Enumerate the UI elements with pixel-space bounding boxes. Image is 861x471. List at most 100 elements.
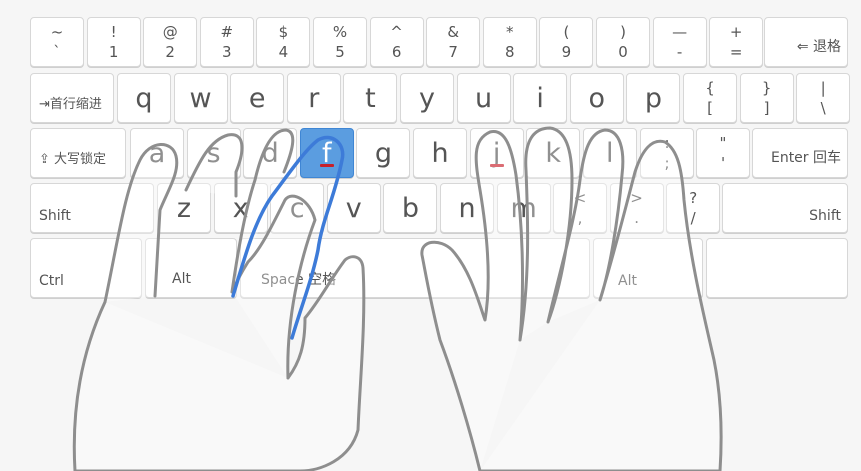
key-o-label: o (588, 83, 606, 114)
key-f[interactable]: f (299, 128, 354, 178)
key-semicolon[interactable]: :; (640, 128, 694, 178)
key-m-label: m (510, 193, 537, 224)
key-\[interactable]: |\ (796, 73, 851, 123)
key-k-label: k (545, 138, 561, 169)
key-x[interactable]: x (213, 183, 268, 233)
key-8[interactable]: *8 (482, 17, 537, 67)
key-quote-label: ' (720, 154, 726, 172)
key-shift-left[interactable]: Shift (30, 183, 154, 233)
key-8-shift-label: * (506, 23, 514, 41)
key-/[interactable]: ?/ (666, 183, 721, 233)
key-5-shift-label: % (332, 23, 348, 41)
key-[[interactable]: {[ (683, 73, 737, 123)
ctrl-label: Ctrl (39, 273, 64, 289)
alt-left-label: Alt (172, 271, 191, 287)
key-j[interactable]: j (469, 128, 524, 178)
key-semicolon-label: ; (664, 154, 670, 172)
key-c[interactable]: c (270, 183, 325, 233)
key-o[interactable]: o (569, 73, 624, 123)
key-t[interactable]: t (343, 73, 398, 123)
key-quote-shift-label: " (719, 134, 727, 152)
key-2[interactable]: @2 (143, 17, 198, 67)
key-0[interactable]: )0 (596, 17, 650, 67)
home-row-marker (319, 164, 334, 167)
key-/-label: / (690, 209, 696, 227)
key-q-label: q (135, 83, 153, 114)
key-ctrl-right[interactable] (706, 238, 848, 298)
key-k[interactable]: k (526, 128, 581, 178)
key-w[interactable]: w (173, 73, 228, 123)
key-alt-left[interactable]: Alt (145, 238, 237, 298)
key-5[interactable]: %5 (313, 17, 367, 67)
key-9[interactable]: (9 (539, 17, 594, 67)
key-=-shift-label: + (729, 23, 743, 41)
key-tab[interactable]: ⇥首行缩进 (30, 73, 114, 123)
key-v[interactable]: v (326, 183, 381, 233)
key-r-label: r (308, 83, 320, 114)
key-quote[interactable]: "' (696, 128, 750, 178)
key-,[interactable]: <, (553, 183, 607, 233)
key-g-label: g (374, 138, 392, 169)
key---shift-label: — (672, 23, 688, 41)
key-p[interactable]: p (626, 73, 681, 123)
alt-right-label: Alt (618, 273, 637, 289)
key-x-label: x (232, 193, 249, 224)
key-1[interactable]: !1 (86, 17, 141, 67)
key-5-label: 5 (335, 43, 345, 61)
key-m[interactable]: m (496, 183, 551, 233)
key-.[interactable]: >. (609, 183, 664, 233)
key-backspace[interactable]: ⇐ 退格 (764, 17, 848, 67)
key-u[interactable]: u (456, 73, 511, 123)
key-,-label: , (577, 209, 583, 227)
key-4[interactable]: $4 (256, 17, 311, 67)
key-`[interactable]: ~` (30, 17, 84, 67)
key-6-shift-label: ^ (390, 23, 403, 41)
key-]-label: ] (763, 99, 770, 117)
key-7[interactable]: &7 (426, 17, 481, 67)
key-q[interactable]: q (117, 73, 171, 123)
shift-left-label: Shift (39, 208, 71, 224)
key-enter[interactable]: Enter 回车 (752, 128, 848, 178)
key-space[interactable]: Space 空格 (240, 238, 590, 298)
key-d[interactable]: d (243, 128, 298, 178)
key-n[interactable]: n (440, 183, 494, 233)
key-=[interactable]: += (709, 17, 764, 67)
key-6-label: 6 (391, 43, 402, 61)
key-s-label: s (206, 138, 221, 169)
key-a-label: a (148, 138, 166, 169)
key-3[interactable]: #3 (199, 17, 254, 67)
key-r[interactable]: r (286, 73, 341, 123)
enter-label: Enter 回车 (770, 150, 841, 166)
key-a[interactable]: a (130, 128, 184, 178)
key-3-shift-label: # (220, 23, 234, 41)
key-s[interactable]: s (186, 128, 241, 178)
key-v-label: v (345, 193, 362, 224)
key-][interactable]: }] (739, 73, 794, 123)
key-e[interactable]: e (230, 73, 285, 123)
key-p-label: p (644, 83, 662, 114)
key-[-label: [ (707, 99, 713, 117)
key-y-label: y (419, 83, 435, 114)
key-`-shift-label: ~ (50, 23, 64, 41)
tab-label: ⇥首行缩进 (39, 97, 102, 112)
key-h[interactable]: h (413, 128, 467, 178)
key-3-label: 3 (222, 43, 232, 61)
key-6[interactable]: ^6 (369, 17, 424, 67)
key-shift-right[interactable]: Shift (722, 183, 848, 233)
key-/-shift-label: ? (689, 189, 698, 207)
key-l[interactable]: l (582, 128, 637, 178)
key-ctrl-left[interactable]: Ctrl (30, 238, 142, 298)
key-`-label: ` (53, 43, 61, 61)
key-g[interactable]: g (356, 128, 411, 178)
key--[interactable]: —- (652, 17, 707, 67)
key-1-shift-label: ! (110, 23, 117, 41)
key-i[interactable]: i (513, 73, 568, 123)
key-7-shift-label: & (447, 23, 460, 41)
key-caps-lock[interactable]: ⇪ 大写锁定 (30, 128, 126, 178)
key-z[interactable]: z (157, 183, 211, 233)
key-9-shift-label: ( (563, 23, 570, 41)
key-alt-right[interactable]: Alt (593, 238, 703, 298)
key-u-label: u (475, 83, 493, 114)
key-y[interactable]: y (400, 73, 454, 123)
key-b[interactable]: b (383, 183, 438, 233)
